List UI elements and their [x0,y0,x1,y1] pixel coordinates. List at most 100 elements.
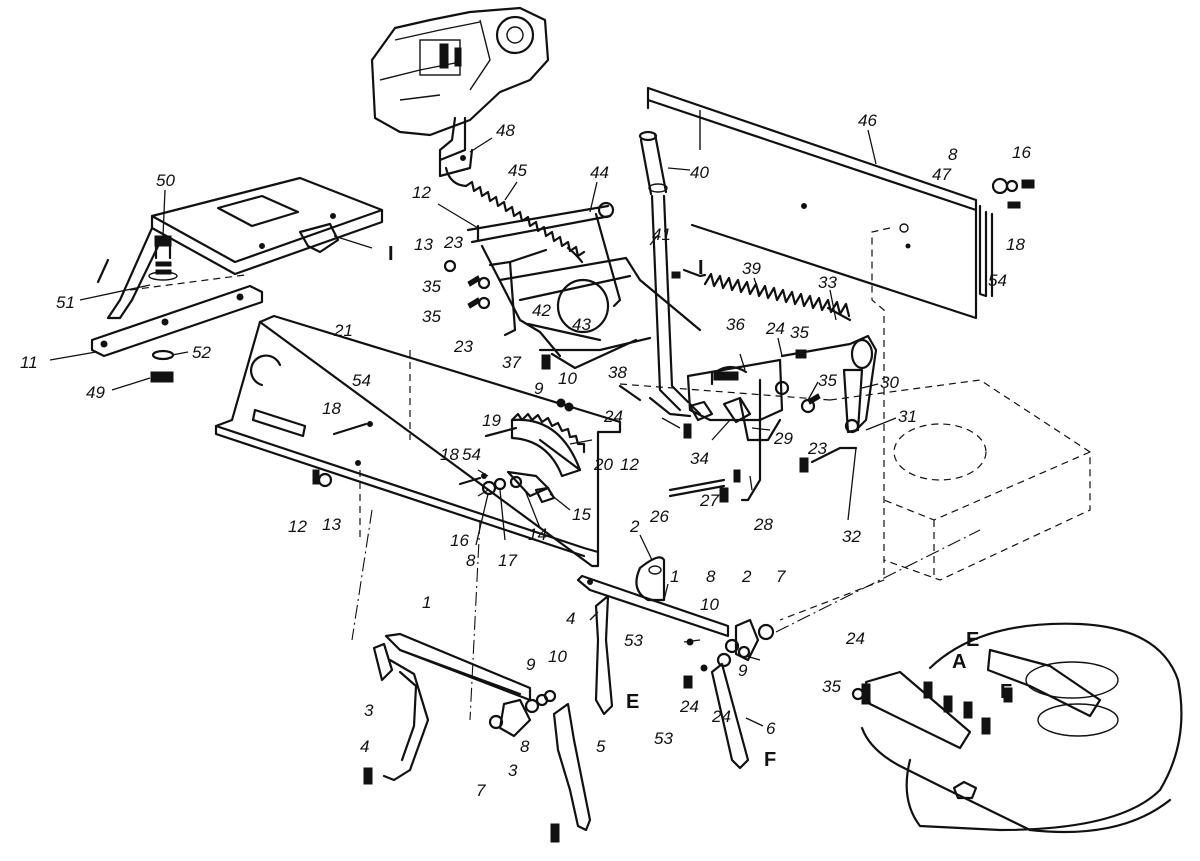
callout-13-top: 13 [414,235,433,254]
callout-14: 14 [528,525,547,544]
callout-23-top: 23 [443,233,463,252]
callout-12-top: 12 [412,183,431,202]
callout-9-left: 9 [526,655,536,674]
callout-f-deck: F [1000,681,1012,703]
callout-labels: 50 51 11 52 49 I 48 45 44 12 13 23 35 35… [20,111,1031,800]
callout-i-top: I [388,243,394,265]
callout-12-mid: 12 [620,455,639,474]
callout-37: 37 [502,353,521,372]
callout-21: 21 [333,321,353,340]
callout-7-left: 7 [476,781,486,800]
bracket-48 [438,116,474,178]
callout-12-low: 12 [288,517,307,536]
callout-16-top: 16 [1012,143,1031,162]
callout-e-lower: E [626,691,639,713]
callout-35-d: 35 [818,371,837,390]
callout-54-mid: 54 [352,371,371,390]
callout-32: 32 [842,527,861,546]
side-panel-21 [214,314,622,568]
callout-18-mid: 18 [322,399,341,418]
callout-20: 20 [593,455,613,474]
callout-8-low: 8 [466,551,476,570]
callout-35-c: 35 [790,323,809,342]
callout-54-top: 54 [988,271,1007,290]
lift-handle-40-41 [638,130,702,416]
callout-i-mid: I [698,257,704,279]
leader-lines [49,129,897,727]
callout-6: 6 [766,719,776,738]
callout-15: 15 [572,505,591,524]
callout-52: 52 [192,343,211,362]
spring-39 [671,268,852,322]
callout-1-right: 1 [670,567,679,586]
callout-24-deck: 24 [845,629,865,648]
callout-a-deck: A [952,651,966,673]
callout-23-b: 23 [453,337,473,356]
callout-13-low: 13 [322,515,341,534]
callout-10-left: 10 [548,647,567,666]
spring-45 [444,166,586,264]
mounting-plate [96,176,384,320]
callout-30: 30 [880,373,899,392]
callout-8-left: 8 [520,737,530,756]
callout-17: 17 [498,551,517,570]
callout-40: 40 [690,163,709,182]
callout-46: 46 [858,111,877,130]
callout-23-c: 23 [807,439,827,458]
callout-19: 19 [482,411,501,430]
callout-36: 36 [726,315,745,334]
callout-28: 28 [753,515,773,534]
sector-20 [510,412,586,478]
callout-26: 26 [649,507,669,526]
callout-9-right: 9 [738,661,748,680]
callout-31: 31 [898,407,917,426]
callout-2-right: 2 [741,567,752,586]
callout-51: 51 [56,293,75,312]
callout-54-low: 54 [462,445,481,464]
callout-24-b: 24 [603,407,623,426]
callout-3-b: 3 [508,761,518,780]
callout-48: 48 [496,121,515,140]
callout-1-left: 1 [422,593,431,612]
callout-35-b: 35 [422,307,441,326]
lower-linkage [351,509,981,843]
callout-29: 29 [773,429,793,448]
callout-27: 27 [699,491,719,510]
callout-24-d: 24 [711,707,731,726]
callout-45: 45 [508,161,527,180]
callout-f-lower: F [764,749,776,771]
callout-16-low: 16 [450,531,469,550]
engine-drawing [370,6,550,137]
panel-46 [646,86,1035,320]
callout-41: 41 [652,225,671,244]
callout-49: 49 [86,383,105,402]
callout-35-a: 35 [422,277,441,296]
callout-5: 5 [596,737,606,756]
callout-8-right: 8 [706,567,716,586]
callout-11: 11 [20,353,38,372]
callout-8-top: 8 [948,145,958,164]
callout-7-right: 7 [776,567,786,586]
callout-24-c: 24 [679,697,699,716]
bar-11 [90,274,264,358]
callout-10-right: 10 [700,595,719,614]
callout-10-top: 10 [558,369,577,388]
shaft-44-linkage [443,201,702,412]
callout-47: 47 [932,165,951,184]
callout-9-top: 9 [534,379,544,398]
callout-43: 43 [572,315,591,334]
callout-24-a: 24 [765,319,785,338]
callout-4-left: 4 [360,737,369,756]
side-panel-fasteners [312,421,556,504]
callout-34: 34 [690,449,709,468]
callout-39: 39 [742,259,761,278]
callout-2-left: 2 [629,517,640,536]
linkage-30-31 [618,334,878,503]
callout-e-deck: E [966,629,979,651]
callout-53-a: 53 [624,631,643,650]
callout-4-right: 4 [566,609,575,628]
callout-53-b: 53 [654,729,673,748]
callout-50: 50 [156,171,175,190]
callout-35-deck: 35 [822,677,841,696]
